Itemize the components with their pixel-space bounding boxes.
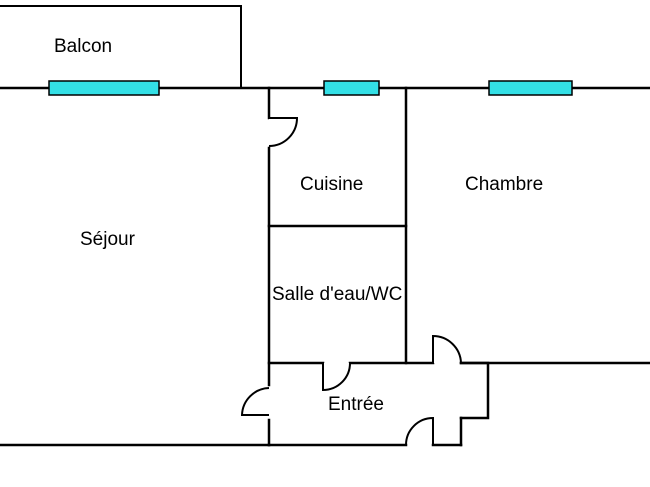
label-chambre: Chambre: [465, 174, 543, 195]
door-salle-eau: [322, 362, 351, 392]
door-sejour: [240, 387, 270, 416]
wall-entree-right: [459, 361, 490, 420]
label-sejour: Séjour: [80, 229, 136, 250]
label-balcon: Balcon: [54, 36, 112, 57]
front-door: [405, 416, 434, 446]
door-chambre: [432, 334, 462, 364]
label-salle-eau: Salle d'eau/WC: [272, 284, 402, 305]
label-cuisine: Cuisine: [300, 174, 363, 195]
window-chambre: [488, 80, 573, 96]
label-entree: Entrée: [328, 394, 384, 415]
window-sejour: [48, 80, 160, 96]
balcony-outline: [0, 5, 242, 88]
door-cuisine: [268, 117, 299, 147]
window-cuisine: [323, 80, 380, 96]
